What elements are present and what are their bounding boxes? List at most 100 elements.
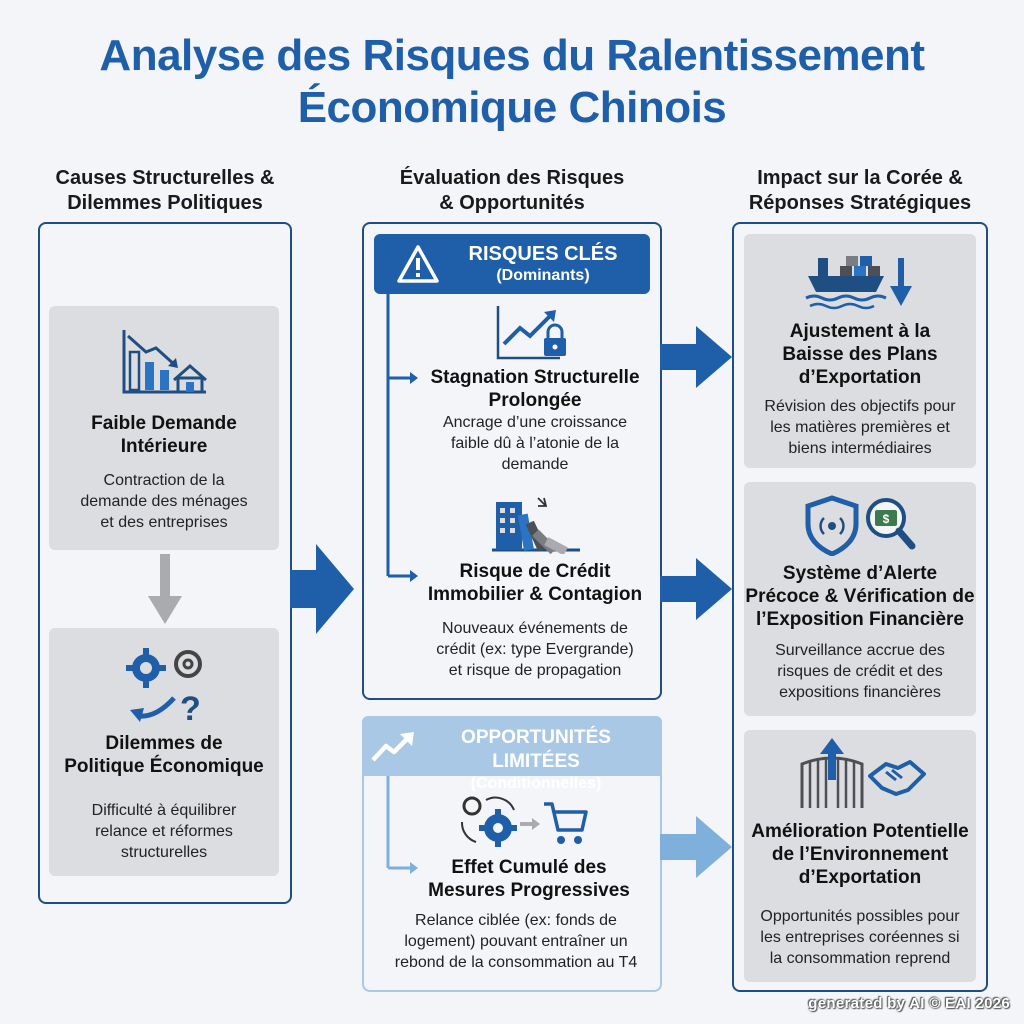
opportunities-banner-title: OPPORTUNITÉS LIMITÉES <box>461 727 611 772</box>
risk-description: Nouveaux événements de crédit (ex: type … <box>418 618 652 681</box>
gears-question-icon: ? <box>49 644 279 726</box>
card-description: Contraction de la demande des ménages et… <box>49 470 279 533</box>
card-description: Révision des objectifs pour les matières… <box>744 396 976 459</box>
opportunities-connector <box>384 776 424 876</box>
opportunity-desc-line: rebond de la consommation au T4 <box>394 954 638 971</box>
card-title: Ajustement à la Baisse des Plans d’Expor… <box>744 320 976 389</box>
card-faible-demande: Faible Demande Intérieure Contraction de… <box>49 306 279 550</box>
risk-title: Stagnation Structurelle Prolongée <box>418 366 652 412</box>
card-title-line: l’Exposition Financière <box>756 609 964 630</box>
cargo-ship-down-arrow-icon <box>744 252 976 312</box>
right-column-heading: Impact sur la Corée & Réponses Stratégiq… <box>732 166 988 216</box>
risk-title-line: Stagnation Structurelle <box>430 367 640 388</box>
right-heading-line2: Réponses Stratégiques <box>748 192 972 214</box>
card-desc-line: expositions financières <box>779 684 941 701</box>
card-desc-line: Difficulté à équilibrer <box>91 802 237 819</box>
shield-magnifier-icon: $ <box>744 494 976 556</box>
card-title-line: Intérieure <box>120 436 208 457</box>
card-desc-line: les matières premières et <box>770 419 950 436</box>
risk-desc-line: crédit (ex: type Evergrande) <box>436 641 634 658</box>
card-desc-line: les entreprises coréennes si <box>760 929 960 946</box>
risk-description: Ancrage d’une croissance faible dû à l’a… <box>418 412 652 475</box>
right-heading-line1: Impact sur la Corée & <box>757 167 963 189</box>
opportunities-banner: OPPORTUNITÉS LIMITÉES (Conditionnelles) <box>362 716 662 792</box>
opportunities-banner-subtitle: (Conditionnelles) <box>470 775 602 792</box>
svg-text:?: ? <box>180 690 201 726</box>
card-desc-line: Révision des objectifs pour <box>764 398 956 415</box>
flow-arrow-opportunity-to-right <box>660 816 732 878</box>
middle-column-heading: Évaluation des Risques & Opportunités <box>362 166 662 216</box>
svg-text:$: $ <box>883 512 890 526</box>
risks-connector <box>384 294 424 584</box>
flow-arrow-risk2-to-right <box>660 558 732 620</box>
card-title-line: de l’Environnement <box>771 844 949 865</box>
declining-bar-chart-house-icon <box>49 326 279 398</box>
risks-frame <box>362 222 662 700</box>
trend-lock-icon <box>490 304 574 362</box>
risk-title-line: Immobilier & Contagion <box>427 584 643 605</box>
page-title-line2: Économique Chinois <box>297 83 727 132</box>
opportunity-desc-line: logement) pouvant entraîner un <box>404 933 628 950</box>
card-title-line: Ajustement à la <box>789 321 931 342</box>
risks-banner-subtitle: (Dominants) <box>496 267 590 284</box>
card-title-line: Baisse des Plans <box>782 344 938 365</box>
watermark: generated by AI © EAI 2026 <box>808 995 1010 1012</box>
card-alerte-precoce: $ Système d’Alerte Précoce & Vérificatio… <box>744 482 976 716</box>
card-title-line: Système d’Alerte <box>782 563 938 584</box>
risk-desc-line: faible dû à l’atonie de la <box>450 435 620 452</box>
card-ajustement-exportation: Ajustement à la Baisse des Plans d’Expor… <box>744 234 976 468</box>
card-title-line: d’Exportation <box>798 867 922 888</box>
opportunity-description: Relance ciblée (ex: fonds de logement) p… <box>374 910 658 973</box>
card-desc-line: la consommation reprend <box>769 950 951 967</box>
flow-arrow-risk1-to-right <box>660 326 732 388</box>
card-desc-line: Contraction de la <box>103 472 225 489</box>
card-title: Dilemmes de Politique Économique <box>49 732 279 778</box>
page-title-line1: Analyse des Risques du Ralentissement <box>99 31 925 80</box>
risk-title: Risque de Crédit Immobilier & Contagion <box>418 560 652 606</box>
upward-trend-icon <box>370 730 416 764</box>
risk-desc-line: Nouveaux événements de <box>442 620 628 637</box>
card-description: Difficulté à équilibrer relance et réfor… <box>49 800 279 863</box>
card-desc-line: Opportunités possibles pour <box>760 908 960 925</box>
card-desc-line: risques de crédit et des <box>777 663 943 680</box>
risk-desc-line: et risque de propagation <box>448 662 622 679</box>
card-desc-line: structurelles <box>120 844 208 861</box>
page-title: Analyse des Risques du Ralentissement Éc… <box>0 30 1024 134</box>
card-title: Amélioration Potentielle de l’Environnem… <box>744 820 976 889</box>
risks-banner: RISQUES CLÉS (Dominants) <box>374 234 650 294</box>
flow-arrow-left-to-middle <box>290 544 354 634</box>
left-column-heading: Causes Structurelles & Dilemmes Politiqu… <box>30 166 300 216</box>
middle-heading-line1: Évaluation des Risques <box>399 167 625 189</box>
card-description: Opportunités possibles pour les entrepri… <box>744 906 976 969</box>
card-dilemmes-politique: ? Dilemmes de Politique Économique Diffi… <box>49 628 279 876</box>
card-title-line: Faible Demande <box>91 413 237 434</box>
card-title-line: Dilemmes de <box>105 733 223 754</box>
opportunity-desc-line: Relance ciblée (ex: fonds de <box>415 912 617 929</box>
card-title: Système d’Alerte Précoce & Vérification … <box>744 562 976 631</box>
card-desc-line: Surveillance accrue des <box>775 642 945 659</box>
card-title-line: d’Exportation <box>798 367 922 388</box>
risk-title-line: Prolongée <box>488 390 582 411</box>
down-arrow-icon <box>148 554 182 626</box>
card-description: Surveillance accrue des risques de crédi… <box>744 640 976 703</box>
left-heading-line2: Dilemmes Politiques <box>67 192 263 214</box>
card-amelioration-environnement: Amélioration Potentielle de l’Environnem… <box>744 730 976 982</box>
gears-cart-icon <box>458 792 590 850</box>
opportunity-title-line: Effet Cumulé des <box>451 857 607 878</box>
risk-desc-line: Ancrage d’une croissance <box>442 414 628 431</box>
card-title-line: Politique Économique <box>64 756 264 777</box>
card-title-line: Amélioration Potentielle <box>751 821 969 842</box>
middle-heading-line2: & Opportunités <box>439 192 585 214</box>
left-heading-line1: Causes Structurelles & <box>55 167 275 189</box>
card-desc-line: demande des ménages <box>80 493 248 510</box>
card-title-line: Précoce & Vérification de <box>745 586 975 607</box>
risk-desc-line: demande <box>501 456 569 473</box>
opportunity-title-line: Mesures Progressives <box>428 880 630 901</box>
falling-buildings-icon <box>488 492 584 554</box>
card-desc-line: relance et réformes <box>95 823 233 840</box>
opportunity-title: Effet Cumulé des Mesures Progressives <box>404 856 654 902</box>
card-desc-line: et des entreprises <box>100 514 228 531</box>
gate-handshake-icon <box>744 738 976 812</box>
risk-title-line: Risque de Crédit <box>459 561 611 582</box>
warning-triangle-icon <box>396 244 440 284</box>
